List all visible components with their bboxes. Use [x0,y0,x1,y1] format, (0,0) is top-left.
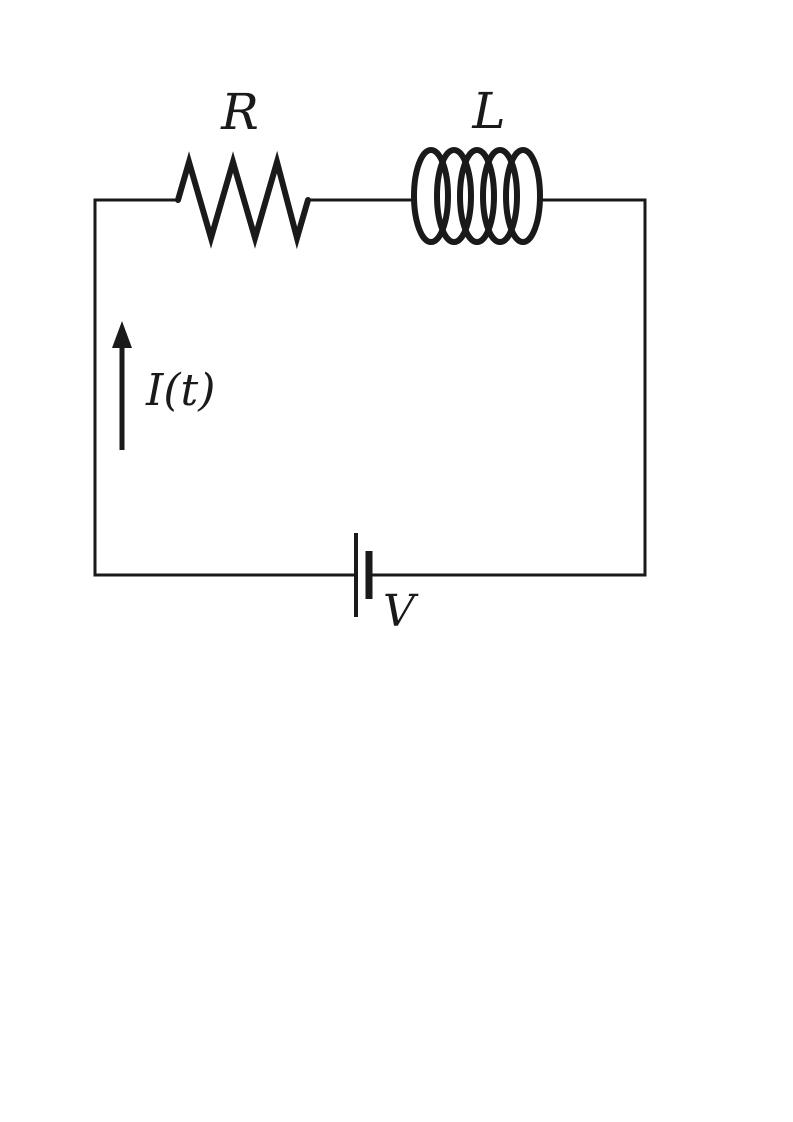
wire-left-and-bottom-left [93,198,358,577]
battery-symbol [354,533,373,617]
coil-loop [411,147,451,245]
coil-loop [457,147,497,245]
circuit-wires [93,198,647,577]
wire-right-and-bottom-right [368,198,647,577]
current-arrow [112,321,132,450]
inductor-label: L [471,82,505,140]
coil-loop [480,147,520,245]
labels: R L I(t) V [145,82,506,637]
coil-loop [503,147,543,245]
resistor-symbol [175,150,311,250]
current-label: I(t) [145,365,215,416]
inductor-symbol [411,147,543,245]
current-arrow-head [112,321,132,348]
coil-loop [434,147,474,245]
source-label: V [383,586,419,637]
resistor-label: R [220,83,259,141]
